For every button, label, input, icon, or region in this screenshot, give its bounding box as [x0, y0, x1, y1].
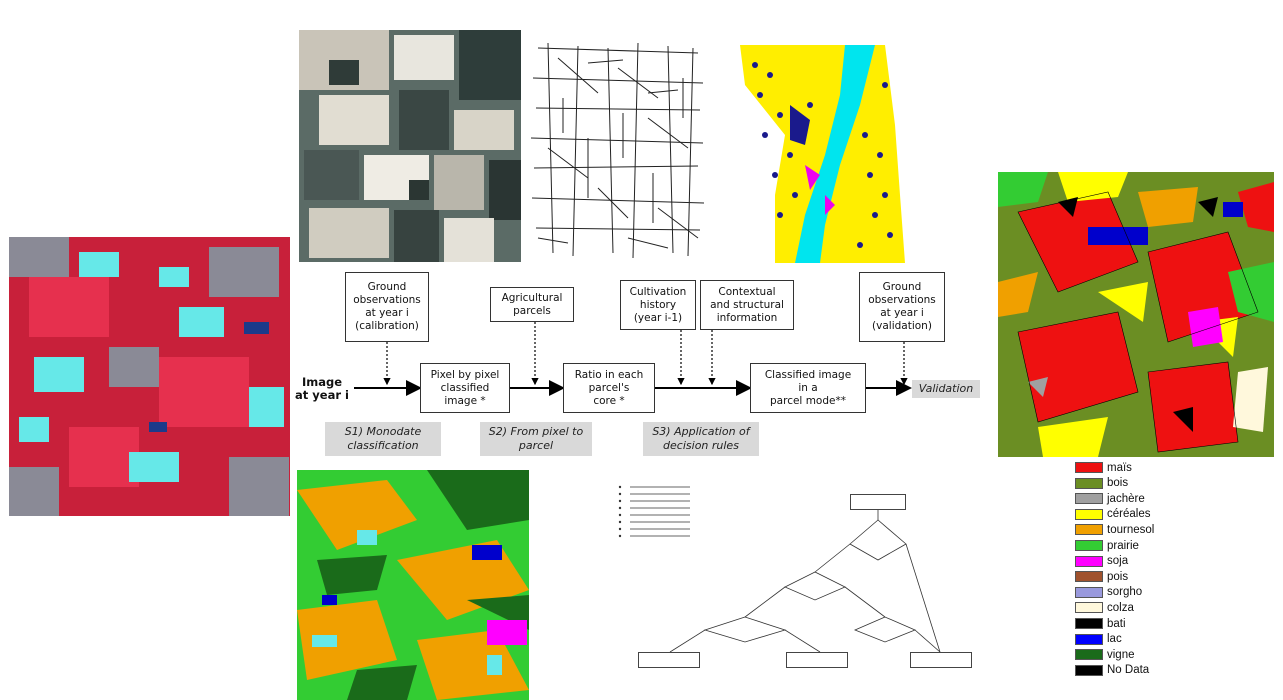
legend-item: céréales — [1075, 508, 1150, 521]
step-s3-decision-rules: S3) Application of decision rules — [643, 422, 759, 456]
legend-label: bati — [1107, 617, 1126, 630]
legend-label: céréales — [1107, 508, 1151, 521]
legend-swatch — [1075, 508, 1103, 520]
legend-swatch — [1075, 633, 1103, 645]
classified-parcel-mode-box: Classified image in a parcel mode** — [750, 363, 866, 413]
legend-label: colza — [1107, 601, 1134, 614]
legend-swatch — [1075, 618, 1103, 629]
legend-swatch — [1075, 649, 1103, 661]
legend-label: sorgho — [1107, 586, 1143, 599]
tree-leaf-node-center — [786, 652, 848, 668]
legend-label: soja — [1107, 555, 1129, 568]
tree-root-node — [850, 494, 906, 510]
ground-observations-validation-box: Ground observations at year i (validatio… — [859, 272, 945, 342]
legend-label: vigne — [1107, 648, 1135, 661]
agricultural-parcels-box: Agricultural parcels — [490, 287, 574, 322]
legend-swatch — [1075, 477, 1103, 489]
legend-swatch — [1075, 555, 1103, 567]
legend-item: maïs — [1075, 461, 1132, 474]
legend-item: jachère — [1075, 492, 1145, 505]
legend-swatch — [1075, 571, 1103, 583]
legend-label: bois — [1107, 477, 1129, 490]
ratio-parcel-core-box: Ratio in each parcel's core * — [563, 363, 655, 413]
legend-item: bati — [1075, 617, 1126, 630]
ground-observations-calibration-box: Ground observations at year i (calibrati… — [345, 272, 429, 342]
parcel-boundaries-image — [528, 38, 706, 260]
legend-swatch — [1075, 602, 1103, 614]
legend-swatch — [1075, 524, 1103, 536]
pixel-classified-image-box: Pixel by pixel classified image * — [420, 363, 510, 413]
legend-item: bois — [1075, 477, 1128, 490]
legend-label: maïs — [1107, 461, 1132, 474]
contextual-information-box: Contextual and structural information — [700, 280, 794, 330]
legend-swatch — [1075, 664, 1103, 676]
legend-item: vigne — [1075, 648, 1135, 661]
legend-label: lac — [1107, 633, 1122, 646]
legend-swatch — [1075, 586, 1103, 598]
legend-item: lac — [1075, 633, 1122, 646]
classified-pixel-image — [297, 470, 529, 700]
legend-item: colza — [1075, 601, 1134, 614]
legend-label: No Data — [1107, 664, 1150, 677]
legend-swatch — [1075, 462, 1103, 473]
parcel-mode-map-image — [998, 172, 1274, 457]
legend-item: prairie — [1075, 539, 1139, 552]
river-landcover-image — [735, 45, 912, 263]
legend-label: prairie — [1107, 539, 1139, 552]
decision-tree-diagram — [610, 472, 985, 682]
legend-swatch — [1075, 493, 1103, 505]
legend-item: sorgho — [1075, 586, 1142, 599]
step-s1-monodate-classification: S1) Monodate classification — [325, 422, 441, 456]
image-year-i-label: Image at year i — [290, 372, 354, 406]
tree-leaf-node-left — [638, 652, 700, 668]
legend-item: soja — [1075, 555, 1128, 568]
legend-item: tournesol — [1075, 523, 1154, 536]
aerial-photo-image — [299, 30, 521, 262]
legend-item: pois — [1075, 570, 1128, 583]
step-s2-pixel-to-parcel: S2) From pixel to parcel — [480, 422, 592, 456]
tree-leaf-node-right — [910, 652, 972, 668]
satellite-image — [9, 237, 290, 516]
legend-label: jachère — [1107, 492, 1145, 505]
cultivation-history-box: Cultivation history (year i-1) — [620, 280, 696, 330]
legend-swatch — [1075, 540, 1103, 551]
legend-item: No Data — [1075, 664, 1149, 677]
legend-label: tournesol — [1107, 523, 1155, 536]
validation-label: Validation — [912, 380, 980, 398]
legend-label: pois — [1107, 570, 1129, 583]
